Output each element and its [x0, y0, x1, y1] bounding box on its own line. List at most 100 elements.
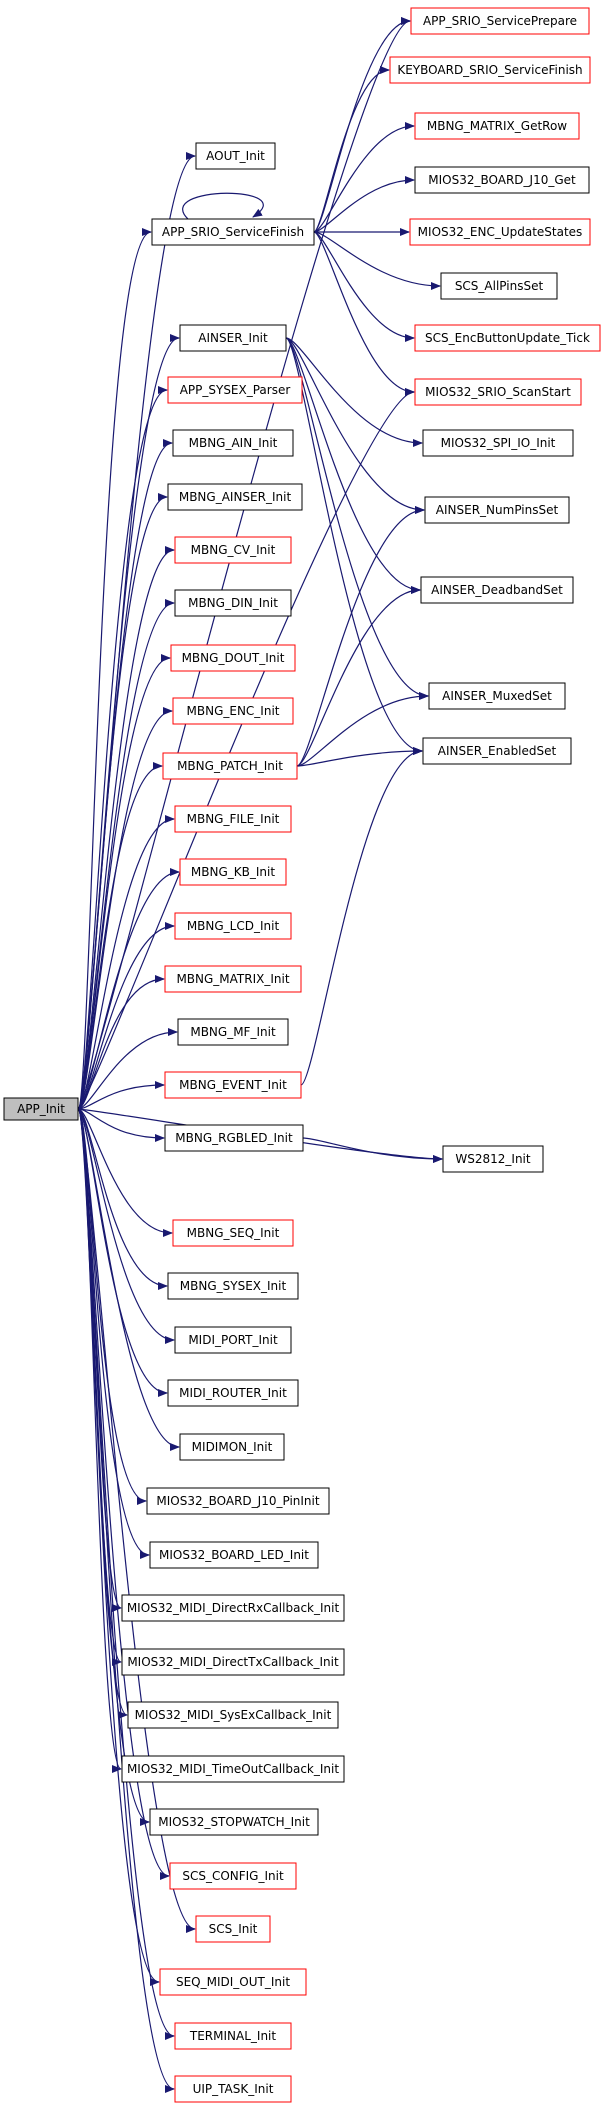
node-label: MIOS32_MIDI_DirectTxCallback_Init [127, 1655, 339, 1669]
node-mbng_ainser_init[interactable]: MBNG_AINSER_Init [167, 483, 303, 511]
node-mbng_sysex_init[interactable]: MBNG_SYSEX_Init [167, 1272, 299, 1300]
edge-app_init-to-uip_task_init [77, 1108, 175, 2093]
node-terminal_init[interactable]: TERMINAL_Init [174, 2022, 292, 2050]
node-mbng_mf_init[interactable]: MBNG_MF_Init [177, 1018, 289, 1046]
node-box [422, 429, 574, 457]
node-label: TERMINAL_Init [189, 2029, 276, 2043]
node-midi_router_init[interactable]: MIDI_ROUTER_Init [167, 1379, 299, 1407]
node-box [172, 429, 294, 457]
node-mbng_enc_init[interactable]: MBNG_ENC_Init [172, 697, 294, 725]
edge-mbng_rgbled_init-to-ws2812_init [302, 1137, 443, 1163]
node-ainser_numpinsset[interactable]: AINSER_NumPinsSet [424, 496, 570, 524]
node-scs_encbuttonupdate_tick[interactable]: SCS_EncButtonUpdate_Tick [414, 324, 601, 352]
node-box [162, 752, 298, 780]
node-box [414, 378, 582, 406]
node-box [420, 576, 574, 604]
node-mbng_kb_init[interactable]: MBNG_KB_Init [179, 858, 287, 886]
edge-app_srio_servicefinish-to-keyboard_srio_servicefinish [313, 66, 390, 233]
node-midi_port_init[interactable]: MIDI_PORT_Init [174, 1326, 292, 1354]
node-seq_midi_out_init[interactable]: SEQ_MIDI_OUT_Init [159, 1968, 307, 1996]
node-label: AINSER_Init [198, 331, 268, 345]
node-box [149, 1808, 319, 1836]
node-mbng_dout_init[interactable]: MBNG_DOUT_Init [170, 644, 296, 672]
node-mbng_ain_init[interactable]: MBNG_AIN_Init [172, 429, 294, 457]
node-label: SCS_Init [209, 1922, 258, 1936]
node-label: MBNG_MATRIX_GetRow [427, 119, 567, 133]
node-keyboard_srio_servicefinish[interactable]: KEYBOARD_SRIO_ServiceFinish [389, 56, 591, 84]
node-box [414, 166, 590, 194]
node-mbng_event_init[interactable]: MBNG_EVENT_Init [164, 1071, 302, 1099]
node-mios32_stopwatch_init[interactable]: MIOS32_STOPWATCH_Init [149, 1808, 319, 1836]
node-label: SCS_CONFIG_Init [182, 1869, 284, 1883]
node-midimon_init[interactable]: MIDIMON_Init [179, 1433, 285, 1461]
node-box [172, 697, 294, 725]
node-mbng_matrix_getrow[interactable]: MBNG_MATRIX_GetRow [414, 112, 580, 140]
node-box [414, 112, 580, 140]
node-mios32_srio_scanstart[interactable]: MIOS32_SRIO_ScanStart [414, 378, 582, 406]
edge-app_init-to-mbng_event_init [77, 1081, 165, 1110]
node-label: MBNG_FILE_Init [187, 812, 280, 826]
node-label: MIOS32_MIDI_TimeOutCallback_Init [127, 1762, 339, 1776]
node-label: AINSER_DeadbandSet [431, 583, 563, 597]
node-box [172, 1219, 294, 1247]
node-label: UIP_TASK_Init [193, 2082, 274, 2096]
edge-ainser_init-to-ainser_enabledset [285, 337, 423, 755]
node-mios32_midi_timeoutcallback_init[interactable]: MIOS32_MIDI_TimeOutCallback_Init [121, 1755, 345, 1783]
node-label: AINSER_NumPinsSet [436, 503, 559, 517]
node-label: MBNG_AINSER_Init [179, 490, 292, 504]
node-ainser_enabledset[interactable]: AINSER_EnabledSet [422, 737, 572, 765]
node-mbng_cv_init[interactable]: MBNG_CV_Init [174, 536, 292, 564]
node-ainser_init[interactable]: AINSER_Init [179, 324, 287, 352]
node-scs_config_init[interactable]: SCS_CONFIG_Init [169, 1862, 297, 1890]
edge-app_init-to-midi_port_init [77, 1108, 175, 1344]
node-mbng_file_init[interactable]: MBNG_FILE_Init [174, 805, 292, 833]
node-mbng_din_init[interactable]: MBNG_DIN_Init [174, 589, 292, 617]
node-mios32_board_led_init[interactable]: MIOS32_BOARD_LED_Init [149, 1541, 319, 1569]
node-label: AINSER_EnabledSet [438, 744, 557, 758]
node-scs_allpinsset[interactable]: SCS_AllPinsSet [440, 272, 558, 300]
node-ainser_deadbandset[interactable]: AINSER_DeadbandSet [420, 576, 574, 604]
node-mbng_seq_init[interactable]: MBNG_SEQ_Init [172, 1219, 294, 1247]
node-ainser_muxedset[interactable]: AINSER_MuxedSet [428, 682, 566, 710]
node-box [389, 56, 591, 84]
node-app_sysex_parser[interactable]: APP_SYSEX_Parser [167, 376, 303, 404]
node-app_srio_servicefinish[interactable]: APP_SRIO_ServiceFinish [151, 218, 315, 246]
node-ws2812_init[interactable]: WS2812_Init [442, 1145, 544, 1173]
node-mios32_board_j10_pininit[interactable]: MIOS32_BOARD_J10_PinInit [146, 1487, 330, 1515]
edge-app_init-to-app_srio_servicefinish [77, 228, 152, 1110]
node-mbng_lcd_init[interactable]: MBNG_LCD_Init [174, 912, 292, 940]
node-label: MBNG_DOUT_Init [182, 651, 285, 665]
node-label: MIDI_PORT_Init [188, 1333, 278, 1347]
node-uip_task_init[interactable]: UIP_TASK_Init [174, 2075, 292, 2103]
node-mios32_board_j10_get[interactable]: MIOS32_BOARD_J10_Get [414, 166, 590, 194]
node-box [414, 324, 601, 352]
node-app_srio_serviceprepare[interactable]: APP_SRIO_ServicePrepare [410, 7, 590, 35]
node-mbng_matrix_init[interactable]: MBNG_MATRIX_Init [164, 965, 302, 993]
node-mios32_spi_io_init[interactable]: MIOS32_SPI_IO_Init [422, 429, 574, 457]
node-aout_init[interactable]: AOUT_Init [195, 142, 276, 170]
node-label: MBNG_AIN_Init [189, 436, 278, 450]
node-mios32_enc_updatestates[interactable]: MIOS32_ENC_UpdateStates [409, 218, 591, 246]
node-box [164, 965, 302, 993]
node-label: WS2812_Init [455, 1152, 531, 1166]
node-box [442, 1145, 544, 1173]
edge-mbng_event_init-to-ainser_enabledset [300, 747, 423, 1086]
node-box [169, 1862, 297, 1890]
node-mios32_midi_directrxcallback_init[interactable]: MIOS32_MIDI_DirectRxCallback_Init [121, 1594, 345, 1622]
node-box [424, 496, 570, 524]
node-mios32_midi_sysexcallback_init[interactable]: MIOS32_MIDI_SysExCallback_Init [127, 1701, 339, 1729]
node-scs_init[interactable]: SCS_Init [195, 1915, 271, 1943]
node-mios32_midi_directtxcallback_init[interactable]: MIOS32_MIDI_DirectTxCallback_Init [121, 1648, 345, 1676]
node-box [174, 2022, 292, 2050]
node-box [149, 1541, 319, 1569]
node-app_init: APP_Init [3, 1097, 79, 1121]
node-label: APP_SYSEX_Parser [180, 383, 291, 397]
node-label: MIOS32_ENC_UpdateStates [418, 225, 583, 239]
node-box [151, 218, 315, 246]
edge-mbng_patch_init-to-ainser_deadbandset [296, 586, 421, 767]
node-box [174, 1326, 292, 1354]
node-mbng_rgbled_init[interactable]: MBNG_RGBLED_Init [164, 1124, 304, 1152]
node-label: MBNG_MF_Init [190, 1025, 276, 1039]
node-mbng_patch_init[interactable]: MBNG_PATCH_Init [162, 752, 298, 780]
